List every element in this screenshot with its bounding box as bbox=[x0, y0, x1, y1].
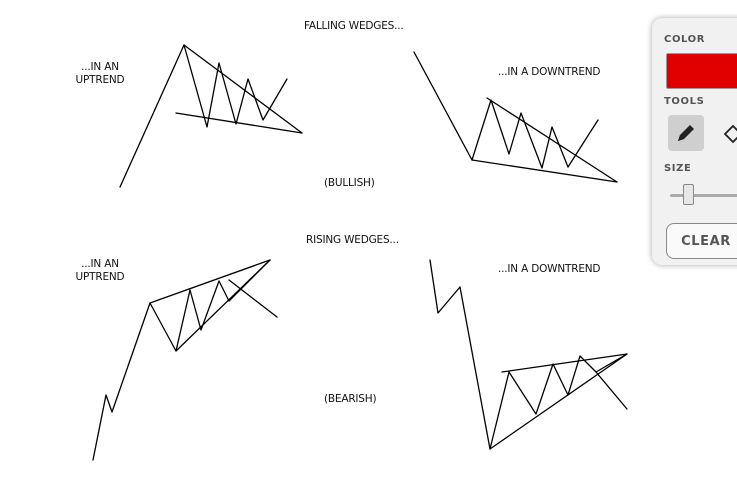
size-slider-track[interactable] bbox=[670, 194, 737, 197]
rising-wedges-title: RISING WEDGES... bbox=[306, 234, 399, 246]
falling-wedge-downtrend bbox=[413, 51, 618, 183]
falling-wedges-title: FALLING WEDGES... bbox=[304, 20, 404, 32]
falling-downtrend-label: ...IN A DOWNTREND bbox=[498, 66, 601, 78]
size-label: SIZE bbox=[664, 163, 692, 174]
color-label: COLOR bbox=[664, 34, 706, 45]
pencil-icon bbox=[678, 125, 694, 141]
bullish-label: (BULLISH) bbox=[324, 177, 375, 189]
size-slider-thumb[interactable] bbox=[683, 184, 694, 205]
rising-wedge-downtrend bbox=[429, 259, 628, 450]
eraser-icon bbox=[723, 124, 737, 144]
falling-uptrend-label: ...IN AN UPTREND bbox=[75, 61, 125, 86]
bearish-label: (BEARISH) bbox=[324, 393, 377, 405]
rising-downtrend-label: ...IN A DOWNTREND bbox=[498, 263, 601, 275]
eraser-tool-button[interactable] bbox=[714, 115, 737, 151]
drawing-tools-panel: COLOR TOOLS SIZE CLEAR bbox=[652, 18, 737, 265]
rising-uptrend-label: ...IN AN UPTREND bbox=[75, 258, 125, 283]
rising-wedge-uptrend bbox=[92, 259, 278, 461]
tools-label: TOOLS bbox=[664, 96, 705, 107]
color-swatch[interactable] bbox=[666, 53, 737, 89]
clear-button[interactable]: CLEAR bbox=[666, 223, 737, 259]
falling-wedge-uptrend bbox=[119, 44, 303, 188]
pencil-tool-button[interactable] bbox=[668, 115, 704, 151]
